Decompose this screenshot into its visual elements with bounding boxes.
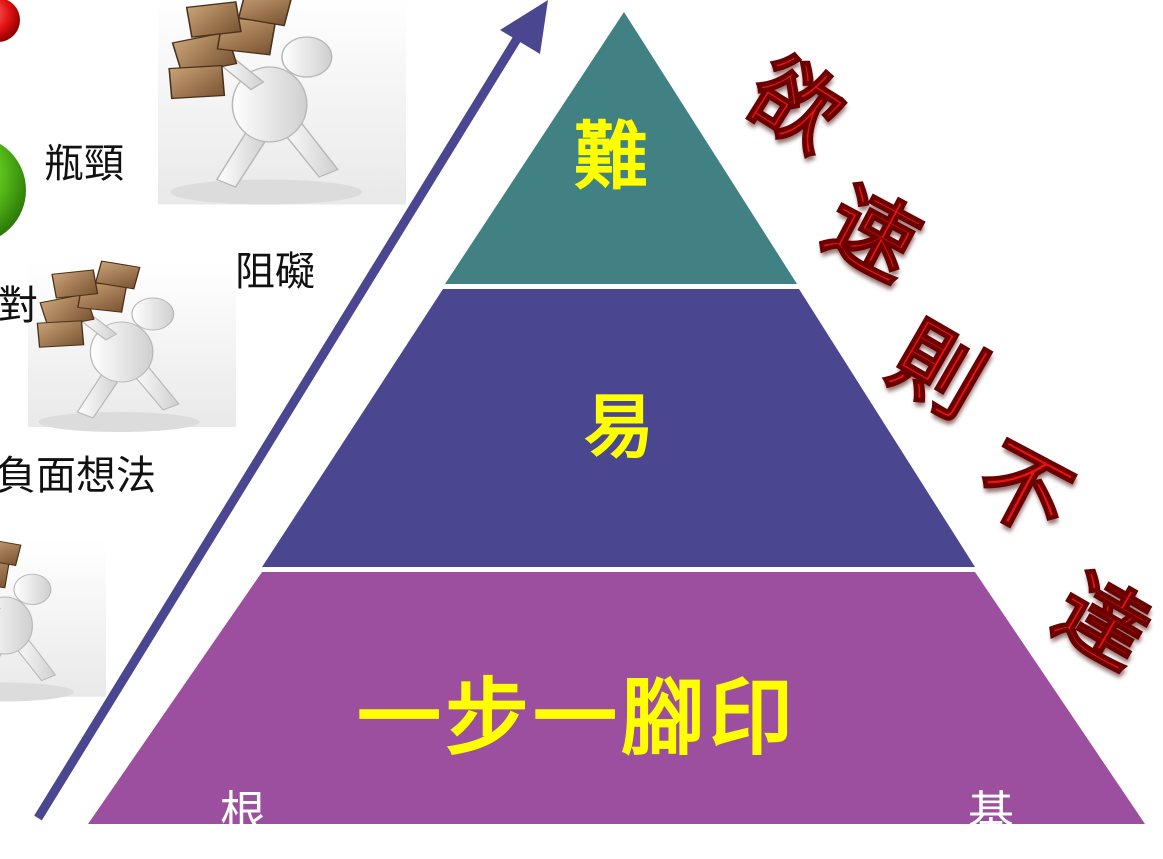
base-label-root: 根 xyxy=(220,786,266,840)
face-label: 對 xyxy=(0,283,38,329)
tier-label-easy: 易 xyxy=(584,385,654,468)
upward-arrow xyxy=(34,0,548,821)
base-label-foundation: 基 xyxy=(968,786,1014,840)
person-carrying-boxes-icon xyxy=(28,260,236,433)
pyramid-tier-middle xyxy=(262,289,975,567)
tier-label-step-by-step: 一步一腳印 xyxy=(357,668,798,767)
tier-label-difficult: 難 xyxy=(574,114,648,200)
pyramid-tier-top xyxy=(445,12,797,284)
person-carrying-boxes-icon xyxy=(158,0,406,206)
bottleneck-label: 瓶頸 xyxy=(44,141,124,187)
obstacle-label: 阻礙 xyxy=(235,249,315,295)
pyramid-tier-base xyxy=(88,572,1145,824)
person-carrying-boxes-icon xyxy=(0,538,106,703)
red-circle-icon xyxy=(0,0,20,42)
green-circle-icon xyxy=(0,143,26,237)
negative-thoughts-label: 負面想法 xyxy=(0,453,156,499)
